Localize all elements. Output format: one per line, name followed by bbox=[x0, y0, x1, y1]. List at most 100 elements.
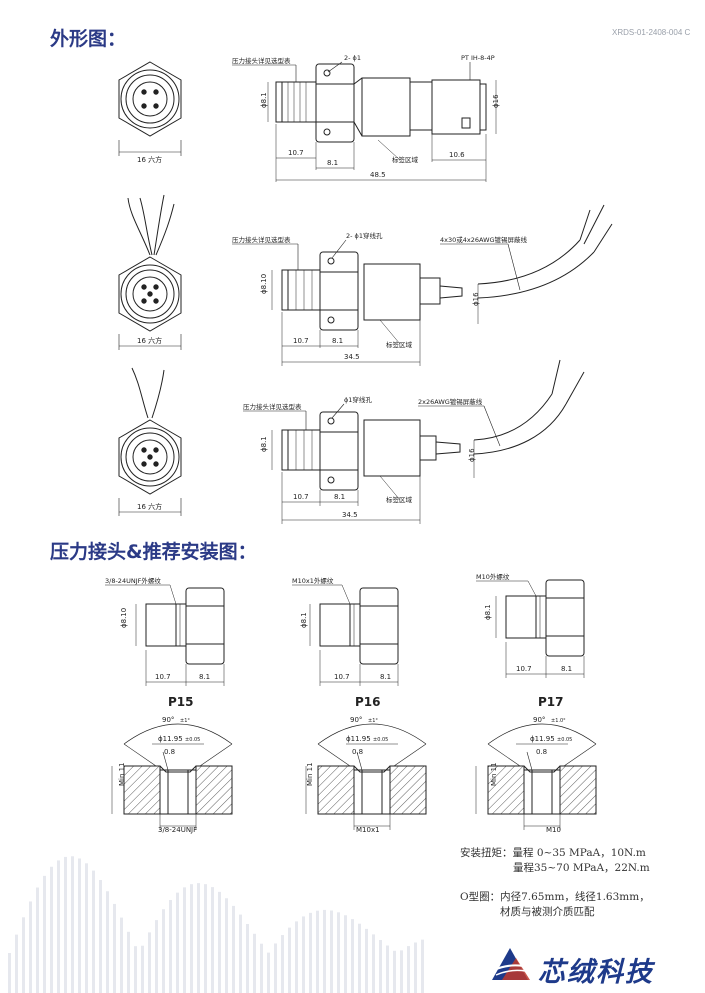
waveform-bar bbox=[225, 898, 228, 993]
decorative-waveform bbox=[8, 856, 424, 993]
dim-c-1: 10.6 bbox=[449, 151, 465, 159]
oring-line-1: 内径7.65mm，线径1.63mm， bbox=[500, 891, 650, 903]
waveform-bar bbox=[253, 933, 256, 993]
bottom-p15: 3/8-24UNJF bbox=[158, 826, 197, 834]
cable-label-3: 2x26AWG镀锡屏蔽线 bbox=[418, 397, 483, 406]
waveform-bar bbox=[71, 856, 74, 993]
thread-label-p16: M10x1外螺纹 bbox=[292, 576, 334, 585]
side-view-2 bbox=[281, 204, 613, 331]
dim-a-1: 10.7 bbox=[288, 149, 304, 157]
waveform-bar bbox=[155, 920, 158, 993]
cable-label-2: 4x30或4x26AWG镀锡屏蔽线 bbox=[440, 235, 528, 244]
waveform-bar bbox=[78, 858, 81, 993]
waveform-bar bbox=[239, 914, 242, 993]
torque-line-2: 量程35~70 MPaA，22N.m bbox=[513, 862, 650, 874]
dim-a-p15: 10.7 bbox=[155, 673, 171, 681]
dim-b-p15: 8.1 bbox=[199, 673, 210, 681]
dim-d-p17: ϕ8.1 bbox=[484, 604, 492, 620]
dim-a-2: 10.7 bbox=[293, 337, 309, 345]
waveform-bar bbox=[113, 903, 116, 993]
dim-d-p16: ϕ8.1 bbox=[300, 612, 308, 628]
chamfer-p16: 0.8 bbox=[352, 748, 363, 756]
thread-label-p15: 3/8-24UNJF外螺纹 bbox=[105, 576, 161, 585]
waveform-bar bbox=[120, 917, 123, 993]
waveform-bar bbox=[197, 883, 200, 993]
dim-thread-1: ϕ8.1 bbox=[260, 92, 268, 108]
label-area-2: 标签区域 bbox=[386, 340, 413, 349]
waveform-bar bbox=[274, 943, 277, 993]
waveform-bar bbox=[372, 934, 375, 993]
dim-a-p16: 10.7 bbox=[334, 673, 350, 681]
waveform-bar bbox=[414, 942, 417, 993]
waveform-bar bbox=[29, 901, 32, 993]
waveform-bar bbox=[281, 935, 284, 993]
waveform-bar bbox=[232, 905, 235, 993]
waveform-bar bbox=[218, 891, 221, 993]
waveform-bar bbox=[288, 927, 291, 993]
waveform-bar bbox=[169, 899, 172, 993]
hole-label-3: ϕ1穿线孔 bbox=[344, 395, 372, 404]
hole-label-1: 2- ϕ1 bbox=[344, 54, 361, 62]
angle-tol-p15: ±1° bbox=[180, 718, 190, 724]
waveform-bar bbox=[22, 917, 25, 993]
waveform-bar bbox=[190, 884, 193, 993]
waveform-bar bbox=[176, 892, 179, 993]
oring-block: O型圈：内径7.65mm，线径1.63mm， 材质与被测介质匹配 bbox=[460, 890, 650, 920]
waveform-bar bbox=[92, 870, 95, 993]
torque-block: 安装扭矩：量程 0~35 MPaA，10N.m 量程35~70 MPaA，22N… bbox=[460, 846, 650, 876]
waveform-bar bbox=[302, 916, 305, 993]
pressure-label-2: 压力接头详见选型表 bbox=[232, 235, 291, 244]
waveform-bar bbox=[204, 884, 207, 993]
dim-b-p16: 8.1 bbox=[380, 673, 391, 681]
bottom-p17: M10 bbox=[546, 826, 561, 834]
pressure-label-3: 压力接头详见选型表 bbox=[243, 402, 302, 411]
min-p15: Min 11 bbox=[118, 762, 126, 786]
angle-p16: 90° bbox=[350, 716, 362, 724]
waveform-bar bbox=[365, 928, 368, 993]
waveform-bar bbox=[85, 863, 88, 993]
waveform-bar bbox=[323, 909, 326, 993]
dim-a-p17: 10.7 bbox=[516, 665, 532, 673]
dim-total-1: 48.5 bbox=[370, 171, 386, 179]
hole-label-2: 2- ϕ1穿线孔 bbox=[346, 231, 383, 240]
dim-thread-3: ϕ8.1 bbox=[260, 436, 268, 452]
waveform-bar bbox=[260, 943, 263, 993]
oring-label: O型圈： bbox=[460, 891, 501, 903]
hex-label-2: 16 六方 bbox=[137, 336, 162, 345]
dim-d-p15: ϕ8.10 bbox=[120, 608, 128, 628]
waveform-bar bbox=[351, 919, 354, 993]
waveform-bar bbox=[344, 915, 347, 993]
side-view-3 bbox=[281, 359, 585, 491]
label-area-3: 标签区域 bbox=[386, 495, 413, 504]
dia-tol-p15: ±0.05 bbox=[185, 737, 200, 743]
waveform-bar bbox=[43, 875, 46, 993]
hex-label-3: 16 六方 bbox=[137, 502, 162, 511]
waveform-bar bbox=[407, 946, 410, 993]
hex-end-view-3 bbox=[118, 367, 182, 516]
bottom-p16: M10x1 bbox=[356, 826, 380, 834]
label-area-1: 标签区域 bbox=[392, 155, 419, 164]
torque-line-1: 量程 0~35 MPaA，10N.m bbox=[512, 847, 646, 859]
waveform-bar bbox=[267, 952, 270, 993]
dim-total-3: 34.5 bbox=[342, 511, 358, 519]
waveform-bar bbox=[8, 953, 11, 993]
waveform-bar bbox=[50, 866, 53, 993]
oring-line-2: 材质与被测介质匹配 bbox=[500, 906, 595, 918]
dim-a-3: 10.7 bbox=[293, 493, 309, 501]
angle-p17: 90° bbox=[533, 716, 545, 724]
angle-tol-p17: ±1.0° bbox=[551, 718, 566, 724]
dim-b-3: 8.1 bbox=[334, 493, 345, 501]
waveform-bar bbox=[330, 910, 333, 993]
waveform-bar bbox=[295, 921, 298, 993]
waveform-bar bbox=[148, 932, 151, 993]
waveform-bar bbox=[400, 950, 403, 993]
min-p17: Min 11 bbox=[490, 762, 498, 786]
fitting-p17 bbox=[475, 579, 597, 830]
section-title-outline: 外形图： bbox=[50, 28, 127, 50]
waveform-bar bbox=[386, 945, 389, 993]
waveform-bar bbox=[134, 946, 137, 993]
waveform-bar bbox=[57, 860, 60, 993]
fitting-p15 bbox=[105, 584, 233, 830]
dim-body-2: ϕ16 bbox=[472, 292, 480, 306]
